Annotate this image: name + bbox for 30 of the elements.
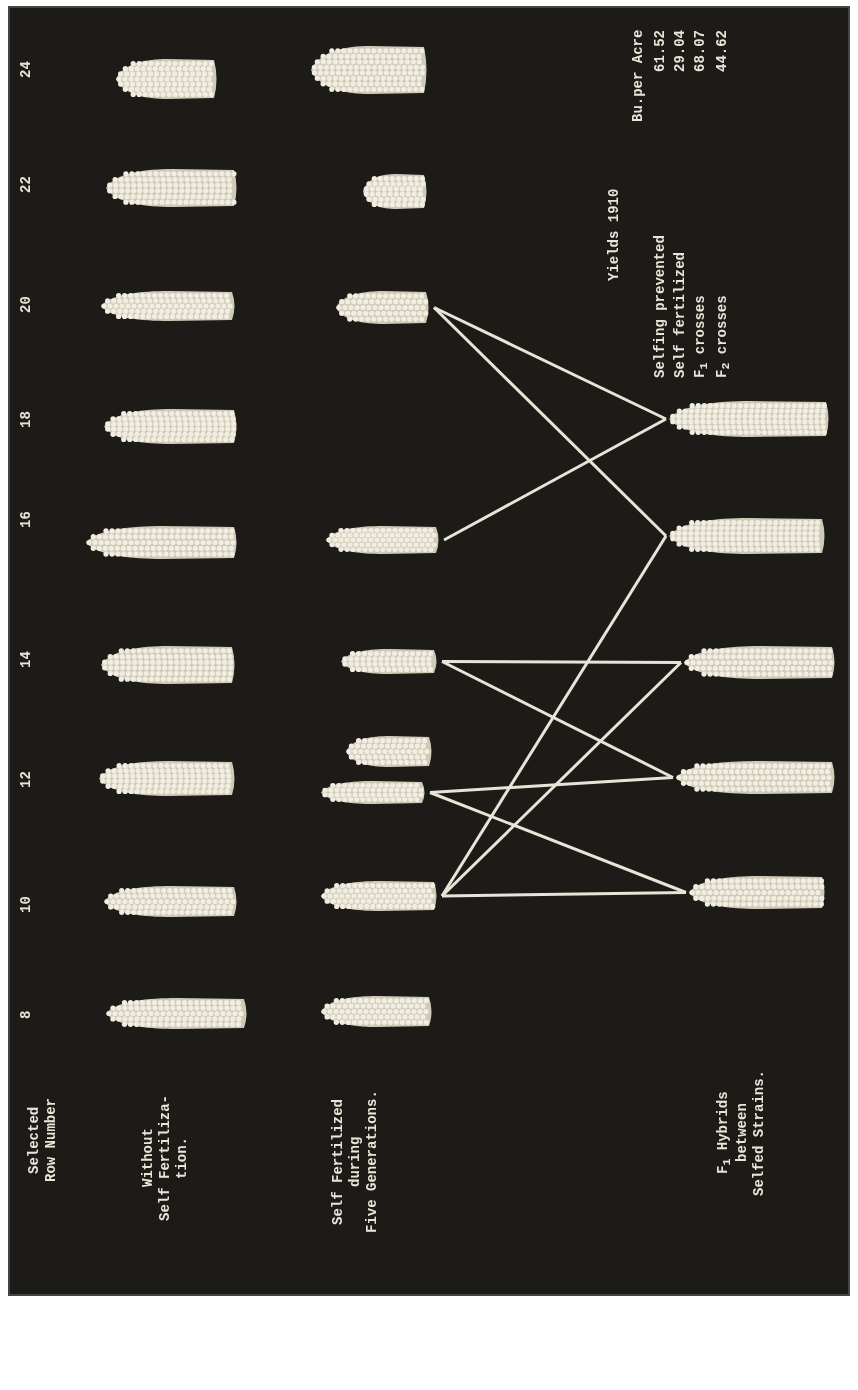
row-number: 12 — [18, 770, 35, 791]
connecting-line — [432, 306, 668, 538]
row-number: 14 — [18, 650, 35, 671]
row-number: 10 — [18, 895, 35, 916]
table-row-label: Self fertilized — [672, 250, 689, 378]
connecting-line — [433, 306, 667, 421]
connecting-line — [442, 660, 681, 664]
row-number: 8 — [18, 1009, 35, 1022]
row-number: 16 — [18, 510, 35, 531]
table-row-label: Selfing prevented — [652, 234, 669, 378]
row-number: 20 — [18, 295, 35, 316]
connecting-line — [441, 891, 687, 898]
row-number: 18 — [18, 410, 35, 431]
row-label: Without Self Fertiliza- tion. — [140, 1093, 191, 1223]
table-title: Yields 1910 — [606, 187, 623, 284]
row-number: 24 — [18, 60, 35, 81]
connecting-line — [441, 660, 674, 779]
row-label: Self Fertilized during Five Generations. — [330, 1089, 381, 1235]
column-heading: Selected Row Number — [26, 1097, 60, 1184]
connecting-line — [429, 776, 674, 794]
table-value: 29.04 — [672, 30, 689, 74]
table-value: 68.07 — [692, 30, 709, 74]
table-heading: Bu.per Acre — [630, 30, 647, 125]
connecting-line — [429, 791, 687, 894]
table-value: 44.62 — [714, 30, 731, 74]
connecting-line — [440, 535, 668, 897]
connecting-line — [443, 417, 667, 542]
row-number: 22 — [18, 175, 35, 196]
connecting-line — [440, 661, 683, 898]
table-value: 61.52 — [652, 30, 669, 74]
